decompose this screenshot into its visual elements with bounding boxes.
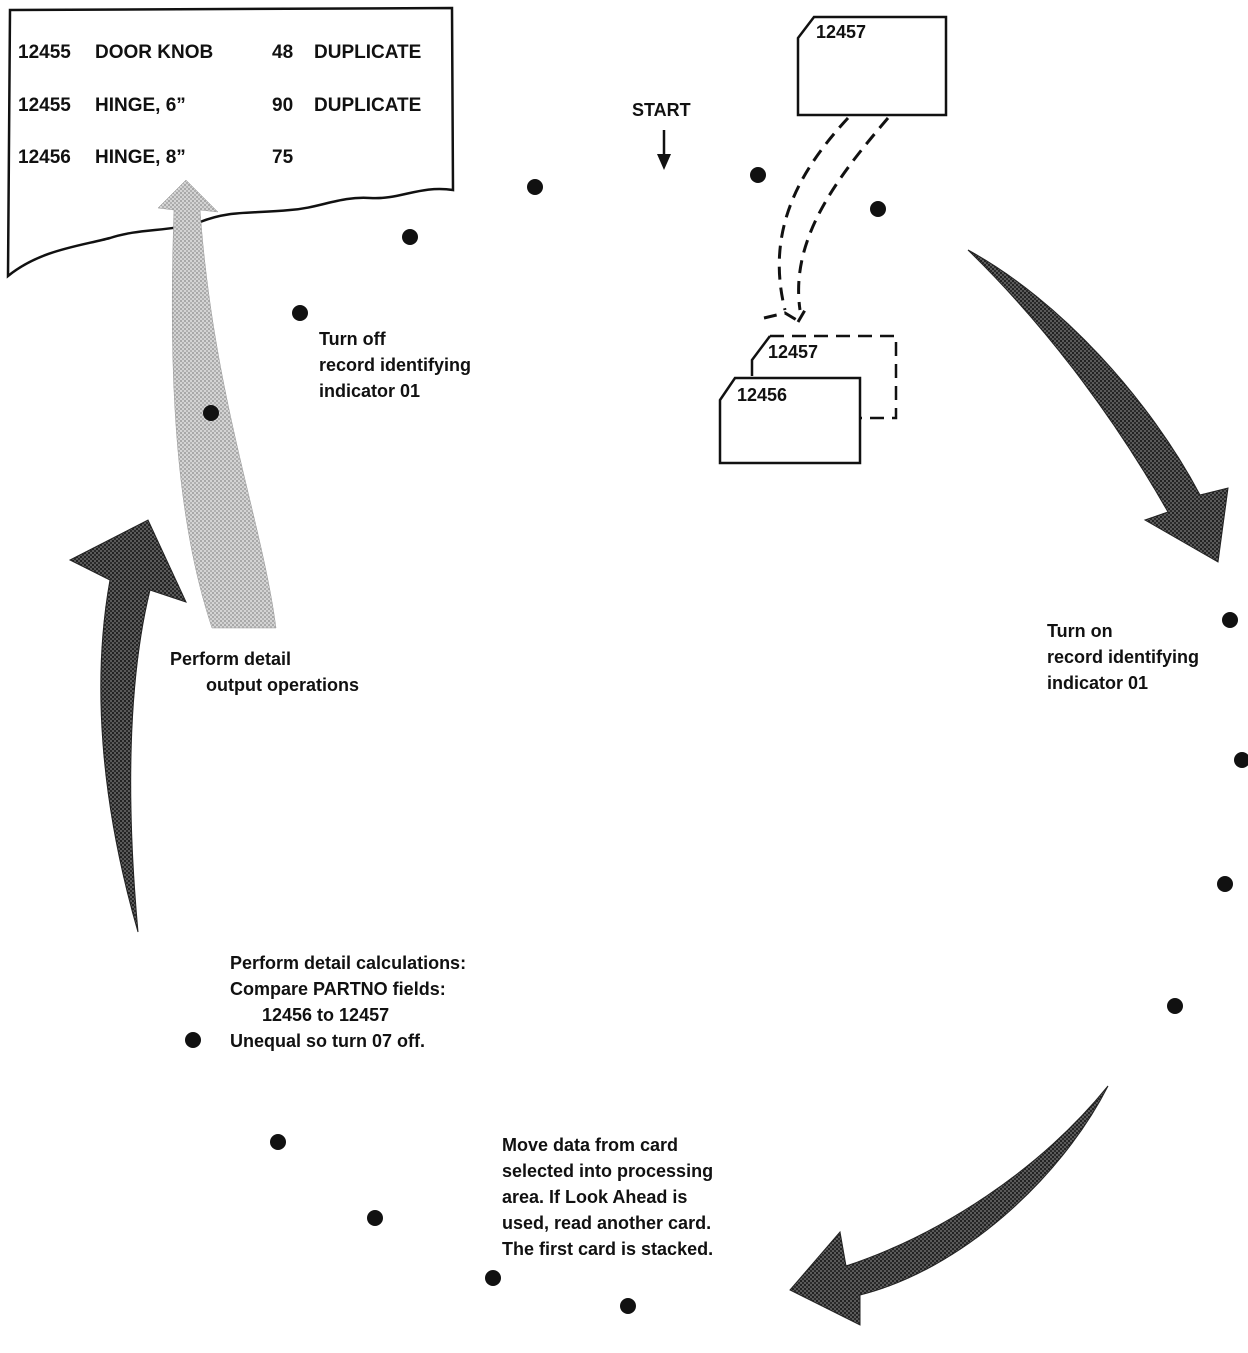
step-move-data: Move data from card selected into proces…	[502, 1132, 713, 1262]
step-line: Compare PARTNO fields:	[230, 979, 446, 999]
cycle-dot	[620, 1298, 636, 1314]
step-line: Turn off	[319, 329, 386, 349]
cycle-arrow-upper-right	[967, 249, 1229, 563]
cycle-dot	[185, 1032, 201, 1048]
start-label: START	[632, 100, 691, 120]
cycle-dot	[367, 1210, 383, 1226]
step-line: indicator 01	[319, 381, 421, 401]
cycle-dot	[270, 1134, 286, 1150]
step-line: Unequal so turn 07 off.	[230, 1031, 426, 1051]
report-partno: 12455	[18, 42, 71, 63]
step-line: used, read another card.	[502, 1213, 712, 1233]
step-line: Turn on	[1047, 621, 1113, 641]
report-sheet	[6, 6, 455, 279]
stack-front-card-number: 12456	[737, 385, 788, 405]
report-description: HINGE, 6”	[95, 95, 186, 116]
report-description: HINGE, 8”	[95, 147, 186, 168]
report-note: DUPLICATE	[314, 95, 422, 116]
step-line: area. If Look Ahead is	[502, 1187, 688, 1207]
cycle-dot	[527, 179, 543, 195]
report-partno: 12455	[18, 95, 71, 116]
cycle-dot	[485, 1270, 501, 1286]
report-note: DUPLICATE	[314, 42, 422, 63]
step-line: selected into processing	[502, 1161, 714, 1181]
step-line: The first card is stacked.	[502, 1239, 714, 1259]
step-output: Perform detail output operations	[170, 646, 359, 698]
start-arrow	[657, 130, 671, 170]
output-arrow	[157, 179, 277, 629]
step-turn-on: Turn on record identifying indicator 01	[1047, 618, 1199, 696]
cycle-dot	[1167, 998, 1183, 1014]
card-feed-arrow	[763, 116, 890, 324]
step-line: record identifying	[1047, 647, 1200, 667]
report-quantity: 90	[272, 95, 294, 116]
cycle-dot	[870, 201, 886, 217]
report-description: DOOR KNOB	[95, 42, 214, 63]
cycle-dot	[1222, 612, 1238, 628]
step-line: 12456 to 12457	[262, 1005, 390, 1025]
step-line: output operations	[206, 675, 359, 695]
cycle-dot	[1234, 752, 1248, 768]
cycle-dot	[292, 305, 308, 321]
cycle-arrow-left	[68, 519, 187, 933]
step-line: Perform detail	[170, 649, 292, 669]
stack-card-back	[770, 334, 898, 420]
cycle-dot	[203, 405, 219, 421]
cycle-dot	[750, 167, 766, 183]
cycle-dot	[1217, 876, 1233, 892]
incoming-card-number: 12457	[816, 22, 867, 42]
step-calculations: Perform detail calculations: Compare PAR…	[230, 950, 466, 1054]
step-turn-off: Turn off record identifying indicator 01	[319, 326, 471, 404]
incoming-card	[796, 15, 948, 117]
stack-card-front	[718, 376, 862, 465]
stack-back-card-number: 12457	[768, 342, 819, 362]
cycle-dots	[185, 167, 1248, 1314]
cycle-dot	[402, 229, 418, 245]
step-line: Move data from card	[502, 1135, 679, 1155]
step-line: record identifying	[319, 355, 472, 375]
report-quantity: 75	[272, 147, 294, 168]
report-quantity: 48	[272, 42, 294, 63]
step-line: indicator 01	[1047, 673, 1149, 693]
step-line: Perform detail calculations:	[230, 953, 467, 973]
report-partno: 12456	[18, 147, 71, 168]
cycle-arrow-lower-right	[789, 1085, 1109, 1326]
